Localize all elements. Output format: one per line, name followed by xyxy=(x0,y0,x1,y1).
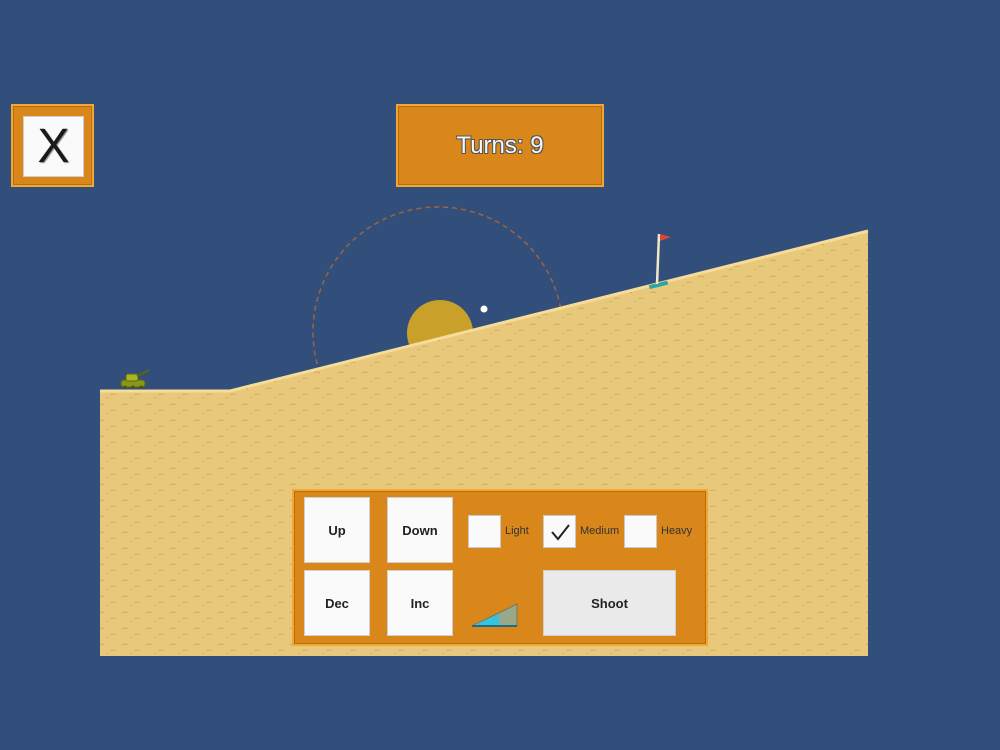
heavy-checkbox[interactable] xyxy=(624,515,657,548)
down-button[interactable]: Down xyxy=(387,497,453,563)
projectile-ball xyxy=(480,305,488,313)
controls-panel: Up Down Dec Inc Light Medium Heavy Shoot xyxy=(292,489,708,646)
checkmark-icon xyxy=(550,523,570,541)
light-checkbox[interactable] xyxy=(468,515,501,548)
medium-label: Medium xyxy=(580,525,620,537)
power-ramp-icon xyxy=(471,603,518,627)
up-button[interactable]: Up xyxy=(304,497,370,563)
medium-checkbox[interactable] xyxy=(543,515,576,548)
dec-button[interactable]: Dec xyxy=(304,570,370,636)
shoot-button[interactable]: Shoot xyxy=(543,570,676,636)
turns-counter: Turns: 9 xyxy=(456,131,544,159)
close-panel: X xyxy=(11,104,94,187)
tank-icon[interactable] xyxy=(120,369,150,389)
heavy-label: Heavy xyxy=(661,525,693,537)
inc-button[interactable]: Inc xyxy=(387,570,453,636)
light-label: Light xyxy=(505,525,529,537)
turns-panel: Turns: 9 xyxy=(396,104,604,187)
goal-flag-icon xyxy=(648,233,671,290)
close-button[interactable]: X xyxy=(23,116,84,177)
